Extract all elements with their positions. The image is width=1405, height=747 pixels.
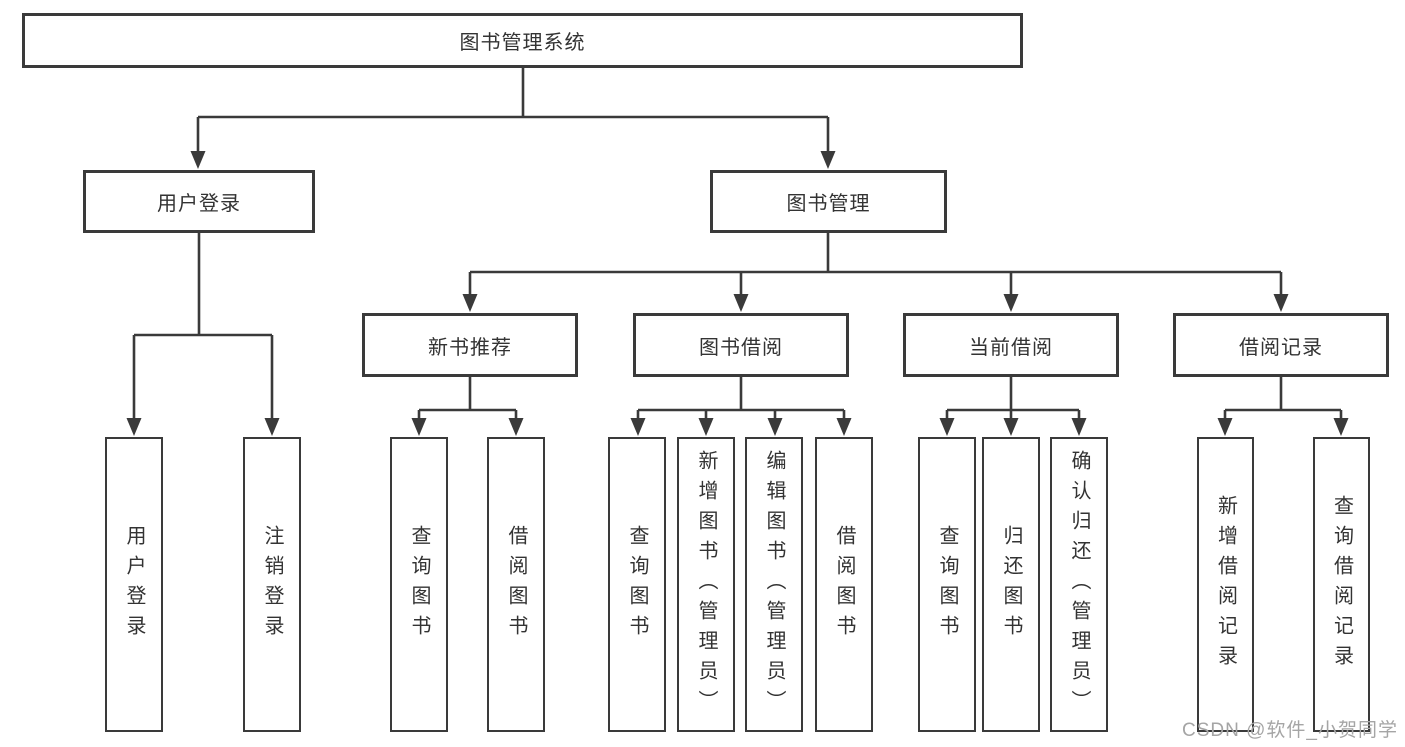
connector-borrow-records-to-leaves: [1217, 377, 1349, 436]
module-book-borrow: 图书借阅: [633, 313, 849, 377]
csdn-watermark: CSDN @软件_小贺同学: [1182, 720, 1398, 741]
leaf-logout: 注销登录: [243, 437, 301, 732]
arrowhead: [733, 294, 749, 312]
root-node-label: 图书管理系统: [459, 32, 586, 54]
arrowhead: [1217, 418, 1233, 436]
module-borrow-records: 借阅记录: [1173, 313, 1389, 377]
leaf-query-books-1: 查询图书: [390, 437, 448, 732]
arrowhead: [462, 294, 478, 312]
leaf-confirm-return-admin: 确认归还（管理员）: [1050, 437, 1108, 732]
leaf-user-login: 用户登录: [105, 437, 163, 732]
arrowhead: [820, 151, 836, 169]
arrowhead: [1333, 418, 1349, 436]
branch-user-login: 用户登录: [83, 170, 315, 233]
module-book-borrow-label: 图书借阅: [699, 336, 783, 359]
connector-root-to-level2: [190, 68, 836, 169]
arrowhead: [264, 418, 280, 436]
connector-user-login-to-leaves: [126, 233, 280, 436]
arrowhead: [630, 418, 646, 436]
arrowhead: [836, 418, 852, 436]
leaf-add-borrow-record: 新增借阅记录: [1197, 437, 1254, 732]
branch-book-management-label: 图书管理: [786, 193, 871, 215]
leaf-query-books-3: 查询图书: [918, 437, 976, 732]
arrowhead: [1003, 294, 1019, 312]
arrowhead: [1273, 294, 1289, 312]
connector-book-borrow-to-leaves: [630, 377, 852, 436]
arrowhead: [1003, 418, 1019, 436]
leaf-add-book-admin: 新增图书（管理员）: [677, 437, 735, 732]
leaf-query-books-2: 查询图书: [608, 437, 666, 732]
leaf-borrow-books-2: 借阅图书: [815, 437, 873, 732]
connector-book-management-to-level3: [462, 233, 1289, 312]
leaf-query-borrow-record: 查询借阅记录: [1313, 437, 1370, 732]
leaf-confirm-return-admin-label: 确认归还（管理员）: [1068, 449, 1090, 720]
arrowhead: [1071, 418, 1087, 436]
leaf-query-borrow-record-label: 查询借阅记录: [1330, 494, 1353, 675]
leaf-add-book-admin-label: 新增图书（管理员）: [695, 449, 717, 720]
leaf-return-book: 归还图书: [982, 437, 1040, 732]
module-new-book-recommend-label: 新书推荐: [428, 336, 512, 359]
module-current-borrow: 当前借阅: [903, 313, 1119, 377]
arrowhead: [411, 418, 427, 436]
arrowhead: [698, 418, 714, 436]
arrowhead: [767, 418, 783, 436]
leaf-borrow-books-1-label: 借阅图书: [505, 524, 527, 645]
branch-book-management: 图书管理: [710, 170, 947, 233]
leaf-query-books-1-label: 查询图书: [408, 524, 430, 645]
leaf-logout-label: 注销登录: [261, 524, 283, 645]
leaf-edit-book-admin-label: 编辑图书（管理员）: [763, 449, 785, 720]
module-new-book-recommend: 新书推荐: [362, 313, 578, 377]
module-borrow-records-label: 借阅记录: [1239, 336, 1323, 359]
arrowhead: [126, 418, 142, 436]
arrowhead: [190, 151, 206, 169]
leaf-query-books-2-label: 查询图书: [626, 524, 648, 645]
leaf-return-book-label: 归还图书: [1000, 524, 1022, 645]
branch-user-login-label: 用户登录: [157, 193, 241, 215]
leaf-edit-book-admin: 编辑图书（管理员）: [745, 437, 803, 732]
arrowhead: [508, 418, 524, 436]
connector-new-book-to-leaves: [411, 377, 524, 436]
arrowhead: [939, 418, 955, 436]
leaf-add-borrow-record-label: 新增借阅记录: [1214, 494, 1237, 675]
leaf-borrow-books-1: 借阅图书: [487, 437, 545, 732]
root-node: 图书管理系统: [22, 13, 1023, 68]
leaf-query-books-3-label: 查询图书: [936, 524, 958, 645]
leaf-borrow-books-2-label: 借阅图书: [833, 524, 855, 645]
connector-current-borrow-to-leaves: [939, 377, 1087, 436]
leaf-user-login-label: 用户登录: [123, 524, 145, 645]
module-current-borrow-label: 当前借阅: [969, 336, 1053, 359]
